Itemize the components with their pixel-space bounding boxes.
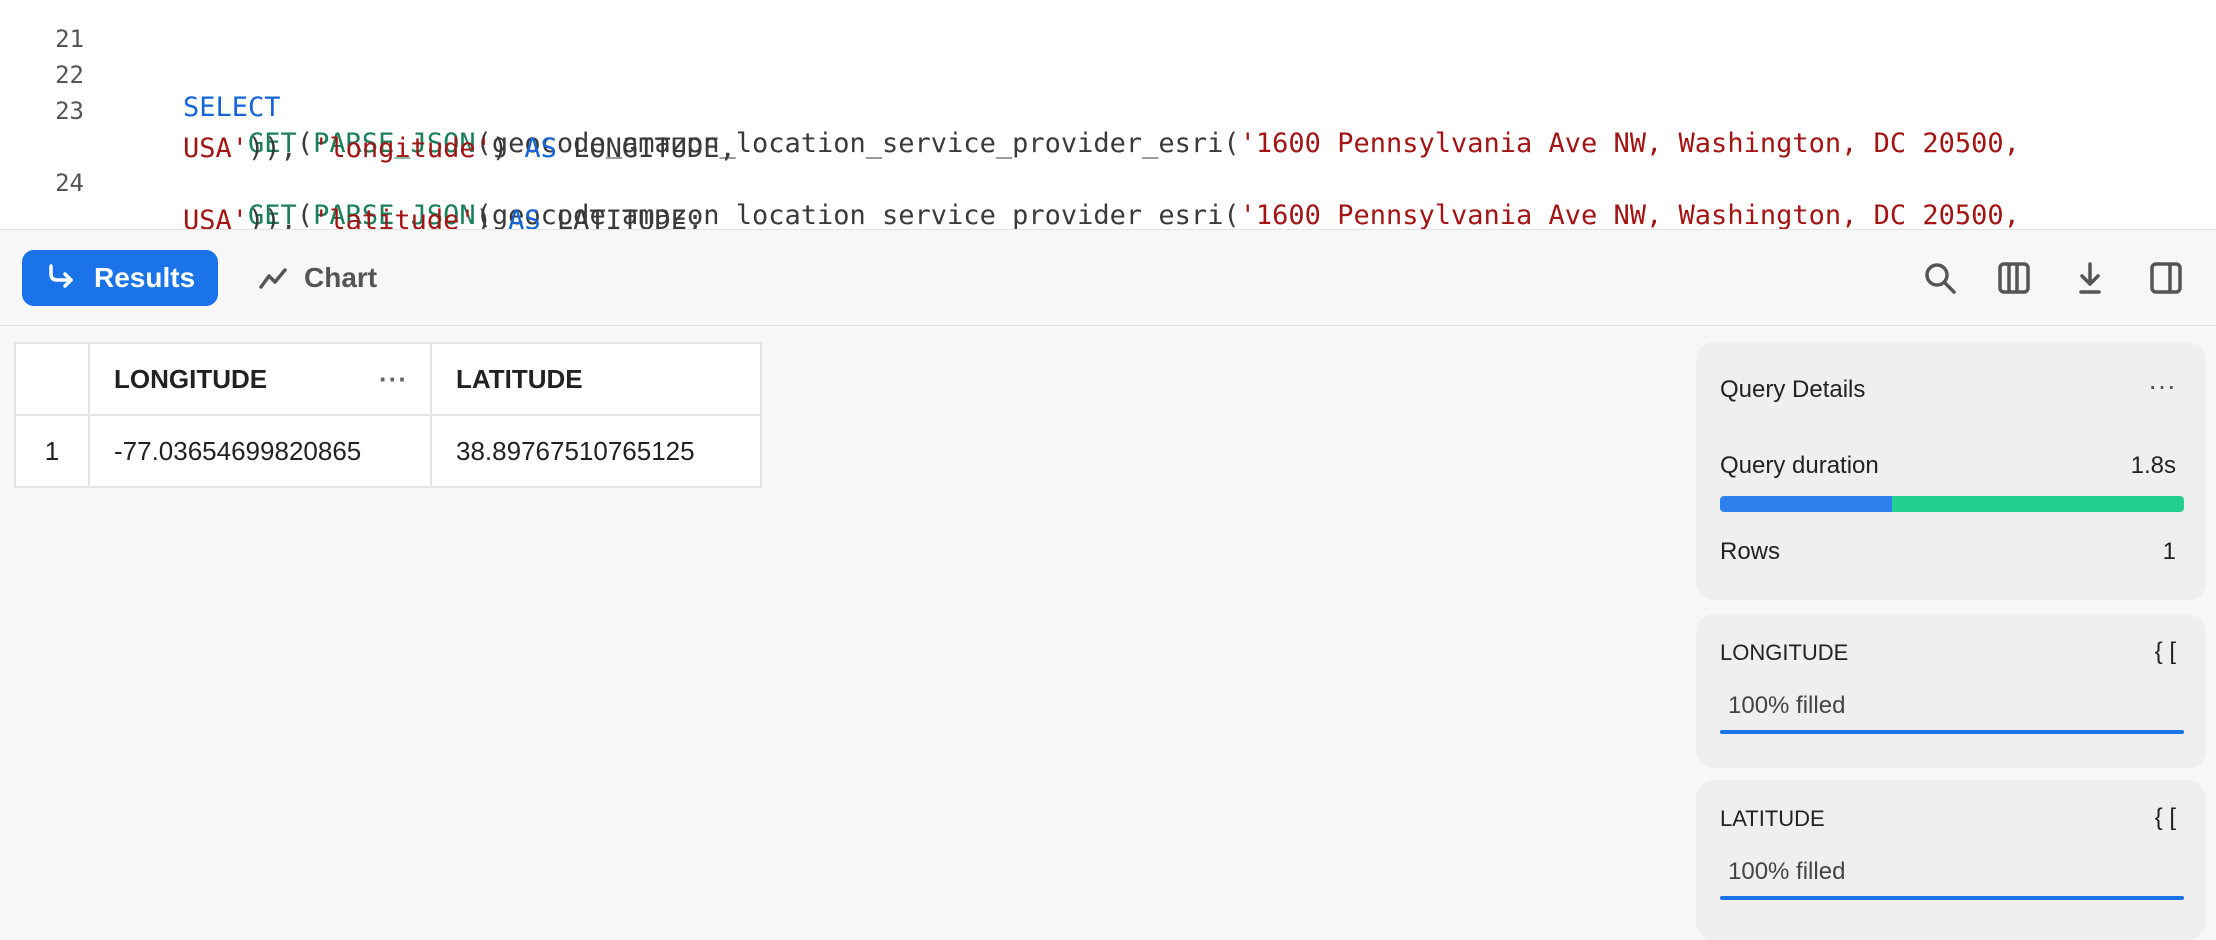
sql-string: '1600 Pennsylvania Ave NW, Washington, D… [1239, 200, 2020, 230]
search-icon[interactable] [1918, 256, 1962, 300]
line-number: 23 [55, 97, 84, 125]
query-details-card: Query Details ··· Query duration 1.8s Ro… [1696, 342, 2206, 600]
query-details-menu-icon[interactable]: ··· [2148, 370, 2176, 401]
query-duration-label: Query duration [1720, 452, 1879, 479]
results-tab-button[interactable]: Results [22, 250, 218, 306]
table-cell[interactable]: 38.89767510765125 [430, 414, 762, 488]
table-row[interactable]: 1 -77.03654699820865 38.89767510765125 [14, 414, 762, 488]
sql-alias: LATITUDE; [540, 205, 704, 230]
column-fill-bar [1720, 896, 2184, 900]
chart-tab-label: Chart [304, 262, 378, 293]
query-details-title: Query Details [1720, 376, 1866, 403]
results-toolbar: Results Chart [0, 230, 2216, 326]
code-line-25: 25 [0, 210, 2216, 229]
code-line-24-wrap: USA')), 'latitude') AS LATITUDE; [0, 174, 2216, 230]
code-line-22: 22 SELECT [0, 30, 2216, 154]
column-menu-icon[interactable]: ··· [379, 363, 408, 394]
column-fill-text: 100% filled [1728, 692, 1846, 719]
code-line-23: 23 GET(PARSE_JSON(geocode_amazon_locatio… [0, 66, 2216, 190]
results-tab-label: Results [94, 262, 196, 293]
row-number-header [14, 342, 90, 416]
sql-text: ) [491, 133, 525, 164]
code-line-23-wrap: USA')), 'longitude') AS LONGITUDE, [0, 102, 2216, 195]
sql-string: 'longitude' [313, 133, 492, 164]
column-header-longitude[interactable]: LONGITUDE ··· [88, 342, 432, 416]
row-number: 1 [14, 414, 90, 488]
return-arrow-icon [49, 264, 73, 288]
line-number: 24 [55, 169, 84, 197]
results-table: LONGITUDE ··· LATITUDE 1 -77.03654699820… [14, 342, 762, 488]
sql-function: PARSE_JSON [313, 128, 476, 159]
sql-editor[interactable]: 21 22 SELECT 23 GET(PARSE_JSON(geocode_a… [0, 0, 2216, 230]
sql-keyword: SELECT [183, 92, 281, 123]
sql-string: USA' [183, 205, 249, 230]
column-stats-card-longitude[interactable]: LONGITUDE { [ 100% filled [1696, 614, 2206, 768]
sql-string: '1600 Pennsylvania Ave NW, Washington, D… [1239, 128, 2020, 159]
sql-text: )), [248, 133, 314, 164]
column-fill-text: 100% filled [1728, 858, 1846, 885]
sql-string: USA' [183, 133, 249, 164]
chart-tab-button[interactable]: Chart [258, 250, 377, 306]
rows-label: Rows [1720, 538, 1781, 565]
query-duration-value: 1.8s [2130, 452, 2176, 479]
download-icon[interactable] [2068, 256, 2112, 300]
duration-compile-segment [1720, 496, 1892, 512]
table-cell[interactable]: -77.03654699820865 [88, 414, 432, 488]
code-line-21: 21 [0, 0, 2216, 87]
duration-execute-segment [1891, 496, 2184, 512]
line-chart-icon [259, 268, 287, 289]
sql-text: )), [248, 205, 314, 230]
panel-toggle-icon[interactable] [2144, 256, 2188, 300]
code-line-24: 24 GET(PARSE_JSON(geocode_amazon_locatio… [0, 138, 2216, 230]
sql-string: 'latitude' [313, 205, 476, 230]
column-stats-card-latitude[interactable]: LATITUDE { [ 100% filled [1696, 780, 2206, 940]
sql-function: GET [248, 200, 297, 230]
variant-type-icon: { [ [2154, 638, 2176, 665]
column-fill-bar [1720, 730, 2184, 734]
column-header-label: LATITUDE [456, 363, 583, 394]
column-header-label: LONGITUDE [114, 363, 268, 394]
rows-value: 1 [2162, 538, 2176, 565]
sql-alias: LONGITUDE, [556, 133, 736, 164]
columns-icon[interactable] [1992, 256, 2036, 300]
column-header-latitude[interactable]: LATITUDE [430, 342, 762, 416]
sql-keyword: AS [508, 205, 541, 230]
query-duration-bar [1720, 496, 2184, 512]
column-stats-name: LONGITUDE [1720, 640, 1849, 665]
sql-text: ) [475, 205, 509, 230]
table-header-row: LONGITUDE ··· LATITUDE [14, 342, 762, 416]
line-number: 21 [55, 25, 84, 53]
sql-text: geocode_amazon_location_service_provider… [491, 200, 1240, 230]
sql-keyword: AS [524, 133, 557, 164]
sql-text: geocode_amazon_location_service_provider… [491, 128, 1240, 159]
line-number: 22 [55, 61, 84, 89]
column-stats-name: LATITUDE [1720, 806, 1825, 831]
variant-type-icon: { [ [2154, 804, 2176, 831]
sql-function: GET [248, 128, 297, 159]
sql-function: PARSE_JSON [313, 200, 476, 230]
